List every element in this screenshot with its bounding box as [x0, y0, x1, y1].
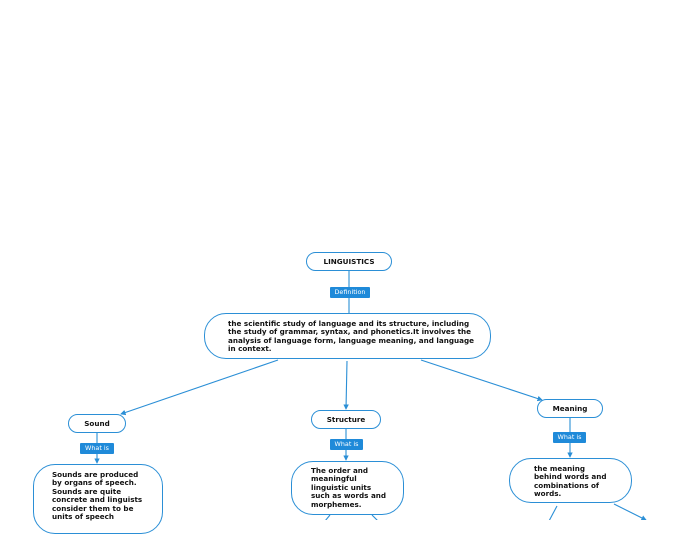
- sound-link-label: What is: [80, 443, 114, 454]
- structure-link-label: What is: [330, 439, 363, 450]
- definition-link-label: Definition: [330, 287, 370, 298]
- connector-definition-meaning: [420, 359, 543, 402]
- sound-description-node[interactable]: Sounds are produced by organs of speech.…: [33, 464, 163, 534]
- meaning-link-label: What is: [553, 432, 586, 443]
- connector-meaning-child-left: [548, 505, 558, 520]
- structure-description-node[interactable]: The order and meaningful linguistic unit…: [291, 461, 404, 515]
- meaning-description-node[interactable]: the meaning behind words and combination…: [509, 458, 632, 503]
- connector-structure-child-left: [325, 514, 331, 520]
- definition-node[interactable]: the scientific study of language and its…: [204, 313, 491, 359]
- structure-node[interactable]: Structure: [311, 410, 381, 429]
- connector-structure-child-right: [371, 514, 378, 520]
- sound-node[interactable]: Sound: [68, 414, 126, 433]
- connector-definition-structure: [343, 360, 349, 410]
- mind-map-canvas: LINGUISTICS Definition the scientific st…: [33, 252, 647, 534]
- root-node-linguistics[interactable]: LINGUISTICS: [306, 252, 392, 271]
- meaning-node[interactable]: Meaning: [537, 399, 603, 418]
- connector-meaning-child-right: [613, 503, 647, 520]
- connector-definition-sound: [120, 359, 279, 416]
